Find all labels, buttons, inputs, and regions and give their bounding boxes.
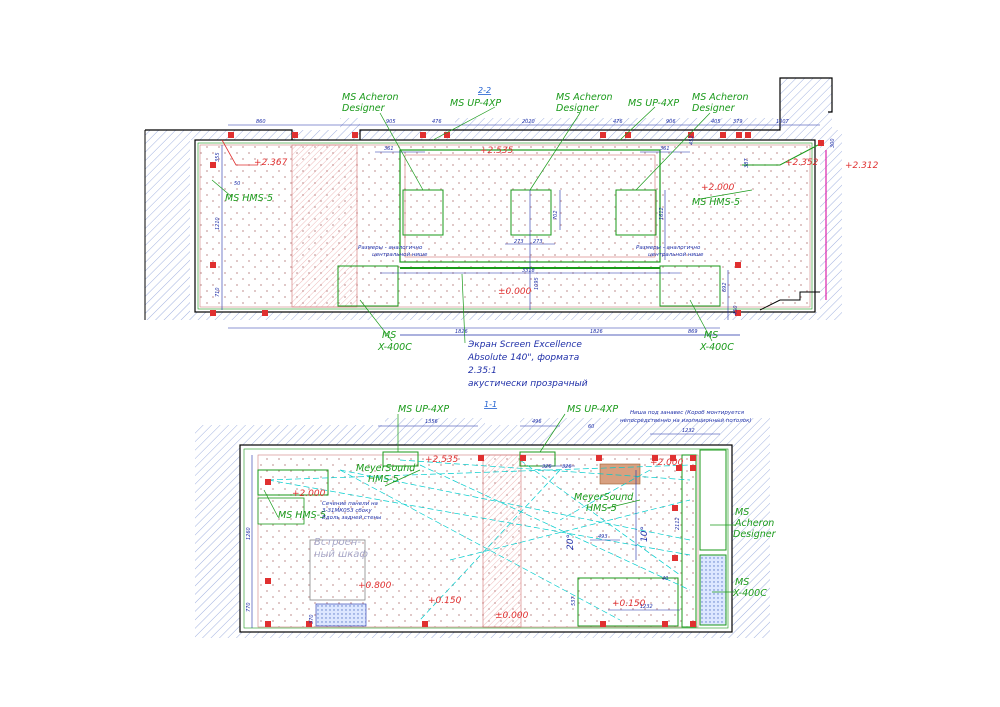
svg-text:450: 450	[733, 305, 739, 315]
vertical-dims: 355 50 1210 710 702 1095 1612 692 450 45…	[215, 135, 836, 315]
inner-dims: 361 361 273 273 3318	[384, 146, 670, 274]
level-right-low: +2.000	[701, 183, 735, 193]
svg-text:1356: 1356	[425, 419, 438, 425]
bottom-top-dims: 1356 496 326 326 1232 60	[425, 419, 695, 470]
hms5-bottom-label: MS HMS-5	[278, 510, 326, 521]
level-far-right: +2.312	[845, 161, 879, 171]
svg-text:1095: 1095	[534, 277, 540, 290]
svg-text:476: 476	[613, 119, 623, 125]
bottom-vertical-dims: 1260 770 370 537 493 40 2112	[246, 517, 681, 624]
x400c-left-box	[337, 265, 399, 307]
level-right: +2.352	[785, 158, 819, 168]
svg-text:493: 493	[598, 534, 608, 540]
svg-text:702: 702	[553, 210, 559, 220]
sofa-note: Сечение панели на 3-31МК053 сбоку Вдоль …	[322, 501, 382, 521]
up4xp-top-left-label: MS UP-4XP	[450, 98, 501, 109]
plan-top-column	[291, 144, 358, 308]
svg-text:379: 379	[733, 119, 743, 125]
svg-text:1210: 1210	[215, 217, 221, 230]
plan-bottom-column	[482, 454, 522, 628]
svg-text:906: 906	[666, 119, 676, 125]
level-floor: ±0.000	[498, 287, 532, 297]
svg-text:1232: 1232	[682, 428, 695, 434]
plan-top-wall	[145, 78, 842, 320]
x400c-right-box	[659, 265, 721, 307]
level-b-e: +0.150	[428, 596, 462, 606]
svg-text:273: 273	[514, 239, 524, 245]
up4xp-bottom-right-label: MS UP-4XP	[567, 404, 618, 415]
svg-text:387: 387	[744, 158, 750, 168]
level-b-b: +2.000	[292, 489, 326, 499]
level-b-a: +2.535	[425, 455, 459, 465]
acheron-center-box	[510, 189, 552, 236]
plan-top-title: 2-2	[478, 86, 491, 95]
bottom-bottom-dims: 1232	[640, 604, 653, 610]
angle-right: 10°	[640, 526, 650, 542]
svg-text:326: 326	[542, 464, 552, 470]
svg-text:496: 496	[532, 419, 542, 425]
plan-bottom	[195, 413, 770, 638]
svg-text:1826: 1826	[455, 329, 468, 335]
svg-text:2112: 2112	[675, 517, 681, 530]
top-dims: 860 905 476 2020 476 906 405 379 1007	[256, 119, 790, 125]
up4xp-top-right-label: MS UP-4XP	[628, 98, 679, 109]
svg-text:692: 692	[722, 282, 728, 292]
svg-text:869: 869	[688, 329, 698, 335]
svg-text:770: 770	[246, 602, 252, 612]
level-b-d: +0.800	[358, 581, 392, 591]
svg-text:50: 50	[234, 181, 240, 187]
svg-text:370: 370	[309, 614, 315, 624]
plan-bottom-title: 1-1	[484, 400, 497, 409]
plan-top: 2-2	[144, 77, 842, 344]
plan-bottom-wall	[195, 418, 770, 638]
svg-text:860: 860	[256, 119, 266, 125]
hms5-top-right-label: MS HMS-5	[692, 197, 740, 208]
level-left: +2.367	[254, 158, 288, 168]
acheron-bottom-label: MS Acheron Designer	[733, 507, 777, 540]
bottom-dims: 1826 1826 869	[455, 329, 698, 335]
svg-text:537: 537	[571, 596, 577, 606]
svg-text:710: 710	[215, 287, 221, 297]
up4xp-bottom-left-label: MS UP-4XP	[398, 404, 449, 415]
screen-label: Экран Screen Excellence Absolute 140", ф…	[467, 340, 588, 389]
svg-text:3318: 3318	[522, 268, 535, 274]
svg-text:1232: 1232	[640, 604, 653, 610]
svg-text:476: 476	[432, 119, 442, 125]
svg-text:905: 905	[386, 119, 396, 125]
svg-text:1612: 1612	[659, 207, 665, 220]
svg-text:300: 300	[830, 138, 836, 148]
svg-text:361: 361	[660, 146, 670, 152]
svg-text:361: 361	[384, 146, 394, 152]
svg-text:326: 326	[562, 464, 572, 470]
svg-text:273: 273	[533, 239, 543, 245]
svg-text:405: 405	[711, 119, 721, 125]
svg-text:355: 355	[215, 152, 221, 162]
builtin-cabinet: Встроен-ный шкаф	[314, 537, 368, 560]
svg-text:452: 452	[689, 135, 695, 145]
angle-left: 20°	[566, 534, 576, 550]
svg-text:60: 60	[588, 424, 594, 430]
level-b-f: +0.150	[612, 599, 646, 609]
svg-text:2020: 2020	[522, 119, 535, 125]
hms5-top-left-label: MS HMS-5	[225, 193, 273, 204]
level-center: +2.535	[480, 146, 514, 156]
level-b-c: +2.000	[650, 458, 684, 468]
svg-text:1260: 1260	[246, 527, 252, 540]
level-b-g: ±0.000	[495, 611, 529, 621]
svg-text:40: 40	[662, 576, 668, 582]
svg-text:1826: 1826	[590, 329, 603, 335]
svg-text:1007: 1007	[776, 119, 790, 125]
